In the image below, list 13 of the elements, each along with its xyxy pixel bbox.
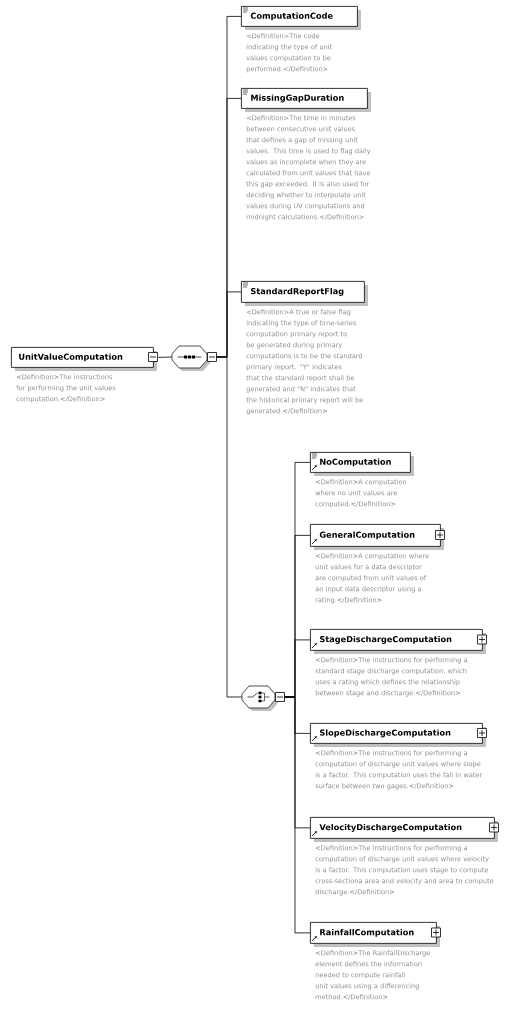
connector-line: [284, 696, 311, 934]
element-box: UnitValueComputation: [11, 347, 157, 371]
element-box: GeneralComputation: [310, 524, 444, 550]
element-box: VelocityDischargeComputation: [310, 817, 498, 842]
element-box: StandardReportFlag: [241, 281, 368, 306]
element-box: MissingGapDuration: [241, 88, 371, 112]
element-box: SlopeDischargeComputation: [310, 723, 486, 747]
element-box: RainfallComputation: [310, 922, 440, 947]
connector-line: [157, 356, 173, 358]
element-box: NoComputation: [310, 452, 414, 476]
element-box: StageDischargeComputation: [310, 629, 486, 654]
element-box: ComputationCode: [241, 6, 361, 30]
connector-line: [216, 356, 243, 698]
